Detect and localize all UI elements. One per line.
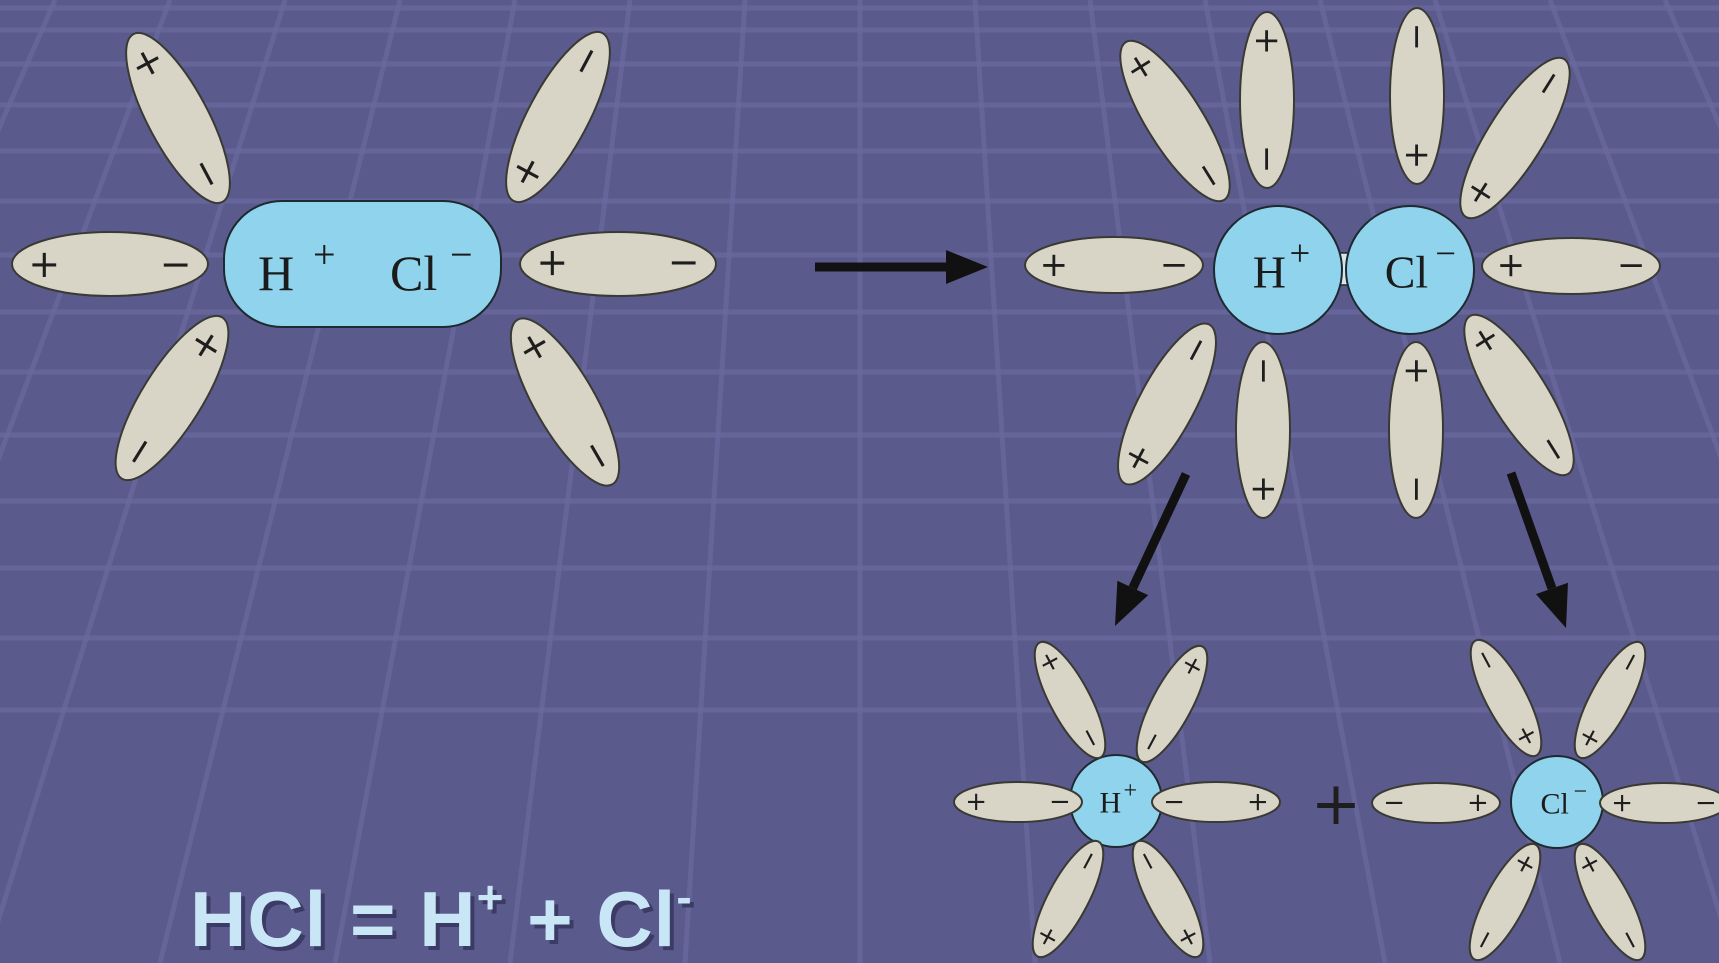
dipole-sign-far: + (1247, 27, 1287, 56)
equation-cl-charge: - (676, 871, 693, 923)
water-dipole: +− (1389, 7, 1445, 185)
cl-ion-pair: Cl− (1345, 205, 1475, 335)
water-dipole: −+ (1029, 839, 1107, 959)
dipole-sign-far: − (1617, 246, 1646, 286)
water-dipole: −+ (953, 781, 1083, 823)
dipole-sign-far: + (1247, 787, 1269, 817)
dipole-sign-near: + (1396, 357, 1436, 386)
ion-symbol: Cl (1385, 246, 1428, 297)
water-dipole: −+ (1031, 640, 1109, 760)
dipole-sign-near: − (1247, 145, 1287, 174)
water-dipole: +− (1457, 56, 1573, 220)
ion-charge: + (1124, 778, 1138, 804)
water-dipole: −+ (122, 31, 234, 205)
water-dipole: +− (1461, 313, 1577, 477)
water-dipole: −+ (1133, 644, 1211, 764)
water-dipole: +− (507, 317, 623, 487)
molecule-h-symbol: H (258, 245, 294, 301)
water-dipole: −+ (1235, 341, 1291, 519)
dipole-sign-far: − (1396, 475, 1436, 504)
dipole-sign-near: − (160, 242, 192, 286)
water-dipole: +− (1599, 782, 1719, 824)
dipole-sign-near: + (1397, 141, 1437, 170)
dipole-sign-near: + (1467, 788, 1489, 818)
water-dipole: +− (502, 30, 614, 204)
water-dipole: +− (1467, 638, 1545, 758)
water-dipole: −+ (1239, 11, 1295, 189)
molecule-cl-charge: − (450, 232, 473, 277)
water-dipole: −+ (1024, 236, 1204, 294)
molecule-cl-symbol: Cl (390, 245, 437, 301)
water-dipole: +− (1388, 341, 1444, 519)
dipole-sign-far: − (1397, 23, 1437, 52)
dipole-sign-far: + (28, 242, 60, 286)
dipole-sign-far: + (1040, 245, 1069, 285)
dipole-sign-near: + (536, 242, 568, 286)
water-dipole: −+ (1129, 839, 1207, 959)
water-dipole: +− (519, 231, 717, 297)
h-ion-pair: H+ (1213, 205, 1343, 335)
equation-mid: + Cl (504, 875, 677, 963)
dipole-sign-far: + (1243, 475, 1283, 504)
water-dipole: +− (1371, 782, 1501, 824)
water-dipole: +− (1481, 237, 1661, 295)
dipole-sign-far: + (965, 787, 987, 817)
dipole-sign-near: + (1611, 788, 1633, 818)
ion-charge: − (1574, 779, 1588, 805)
dipole-sign-far: − (668, 242, 700, 286)
water-dipole: −+ (1151, 781, 1281, 823)
dipole-sign-far: − (1695, 788, 1717, 818)
water-dipole: +− (1571, 640, 1649, 760)
dissociation-equation: HCl = H+ + Cl- (190, 874, 693, 958)
water-dipole: −+ (11, 231, 209, 297)
ion-charge: − (1435, 232, 1456, 273)
hcl-molecule: H + Cl− (223, 200, 502, 328)
dipole-sign-near: − (1163, 787, 1185, 817)
dipole-sign-near: + (1497, 246, 1526, 286)
plus-between-ions: + (1311, 769, 1361, 839)
arrow-down-left-icon (1115, 472, 1191, 626)
water-dipole: +− (1571, 842, 1649, 962)
h-ion-hydrated: H+ (1069, 754, 1163, 848)
equation-h-charge: + (476, 871, 505, 923)
arrow-down-right-icon (1506, 471, 1568, 628)
equation-lhs: HCl = H (190, 875, 477, 963)
ion-charge: + (1290, 232, 1311, 273)
ion-symbol: Cl (1541, 787, 1569, 820)
water-dipole: +− (1466, 842, 1544, 962)
water-dipole: −+ (1117, 39, 1233, 203)
arrow-right-icon (815, 250, 988, 284)
water-dipole: +− (112, 314, 232, 482)
molecule-h-charge: + (313, 232, 336, 277)
dipole-sign-near: − (1160, 245, 1189, 285)
cl-ion-hydrated: Cl− (1510, 755, 1604, 849)
dipole-sign-far: − (1383, 788, 1405, 818)
water-dipole: −+ (1114, 322, 1220, 486)
ion-symbol: H (1100, 786, 1122, 819)
dipole-sign-near: − (1243, 357, 1283, 386)
dipole-sign-near: − (1049, 787, 1071, 817)
ion-symbol: H (1253, 246, 1286, 297)
